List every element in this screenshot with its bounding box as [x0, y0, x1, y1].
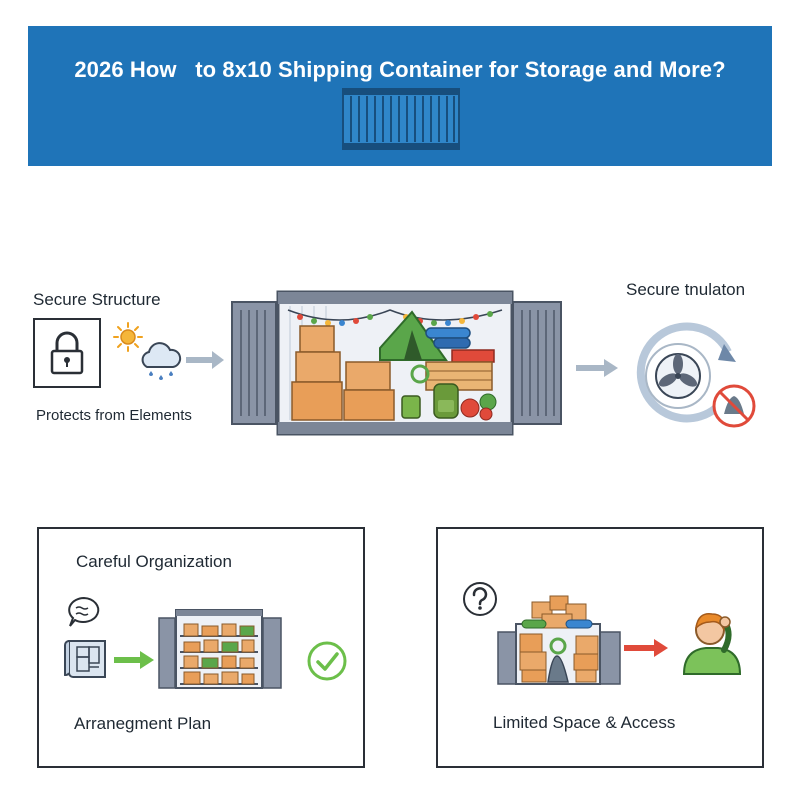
- page-title: 2026 How to 8x10 Shipping Container for …: [74, 57, 726, 82]
- limited-space-panel: [436, 527, 764, 768]
- open-container-illustration: [231, 290, 562, 436]
- arrow-right-icon: [624, 639, 668, 657]
- protects-from-elements-caption: Protects from Elements: [36, 407, 192, 424]
- fan-icon: [636, 322, 756, 428]
- careful-organization-panel: [37, 527, 365, 768]
- header-banner: 2026 How to 8x10 Shipping Container for …: [28, 26, 772, 166]
- question-icon: [463, 582, 497, 616]
- arrow-right-icon: [114, 651, 154, 669]
- check-circle-icon: [307, 641, 347, 681]
- secure-insulation-label: Secure tnulaton: [626, 280, 746, 299]
- limited-space-access-caption: Limited Space & Access: [493, 713, 676, 732]
- arrangement-plan-caption: Arranegment Plan: [74, 714, 212, 733]
- arrow-right-icon: [576, 359, 618, 377]
- floor-plan-icon: [64, 640, 106, 678]
- confused-person-icon: [682, 613, 742, 675]
- cluttered-container-icon: [497, 595, 621, 685]
- careful-organization-label: Careful Organization: [76, 552, 232, 571]
- organized-container-icon: [158, 609, 282, 689]
- shipping-container-icon: [342, 88, 460, 150]
- arrow-right-icon: [186, 351, 224, 369]
- secure-structure-label: Secure Structure: [33, 290, 161, 309]
- lock-icon: [33, 318, 101, 388]
- chat-bubble-icon: [68, 596, 100, 627]
- rain-cloud-icon: [141, 342, 182, 380]
- sun-icon: [113, 322, 143, 352]
